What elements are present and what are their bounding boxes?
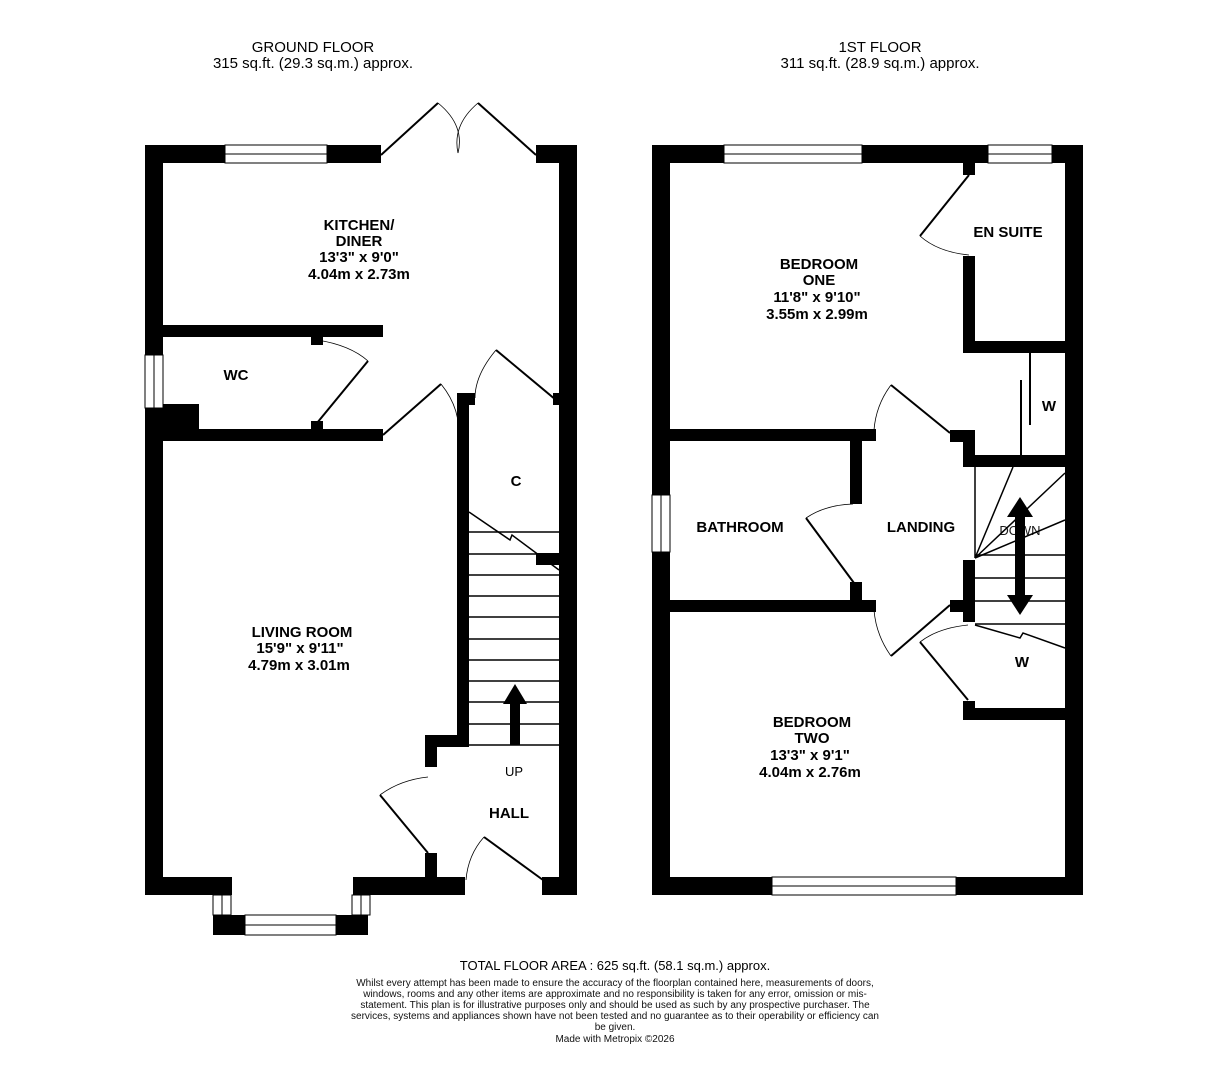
- en-suite-label: EN SUITE: [973, 224, 1042, 241]
- bedroom-two-line1: BEDROOM: [773, 714, 851, 731]
- kitchen-label: KITCHEN/ DINER 13'3" x 9'0" 4.04m x 2.73…: [308, 217, 410, 283]
- first-floor-doors: [805, 174, 1031, 701]
- first-floor-title: 1ST FLOOR: [838, 39, 922, 56]
- bedroom-two-label: BEDROOM TWO 13'3" x 9'1" 4.04m x 2.76m: [759, 714, 861, 781]
- stairs-up-label: UP: [505, 764, 523, 779]
- living-room-label: LIVING ROOM 15'9" x 9'11" 4.79m x 3.01m: [248, 624, 352, 674]
- first-floor-walls: [652, 145, 1083, 895]
- kitchen-name-line2: DINER: [336, 233, 383, 250]
- living-metric: 4.79m x 3.01m: [248, 657, 350, 674]
- bedroom-one-metric: 3.55m x 2.99m: [766, 306, 868, 323]
- bathroom-label: BATHROOM: [696, 519, 783, 536]
- kitchen-name-line1: KITCHEN/: [324, 217, 396, 234]
- wardrobe-bottom-label: W: [1015, 654, 1030, 671]
- bedroom-one-line1: BEDROOM: [780, 256, 858, 273]
- first-floor-plan: [651, 144, 1083, 896]
- cupboard-label: C: [511, 473, 522, 490]
- disclaimer-text: Whilst every attempt has been made to en…: [351, 978, 879, 1033]
- stairs-double-arrow-icon: [1007, 497, 1033, 615]
- ground-floor-walls: [145, 145, 577, 935]
- first-floor-heading: 1ST FLOOR 311 sq.ft. (28.9 sq.m.) approx…: [730, 40, 1030, 72]
- wc-label: WC: [224, 367, 249, 384]
- ground-floor-area: 315 sq.ft. (29.3 sq.m.) approx.: [212, 55, 414, 72]
- living-imperial: 15'9" x 9'11": [256, 640, 343, 657]
- made-with-credit: Made with Metropix ©2026: [555, 1034, 675, 1045]
- first-floor-area: 311 sq.ft. (28.9 sq.m.) approx.: [780, 55, 980, 72]
- ground-floor-stairs: [468, 511, 560, 746]
- ground-floor-heading: GROUND FLOOR 315 sq.ft. (29.3 sq.m.) app…: [163, 40, 463, 72]
- ground-floor-doors: [316, 102, 557, 881]
- stairs-down-label: DOWN: [999, 523, 1040, 538]
- ground-floor-title: GROUND FLOOR: [251, 39, 375, 56]
- hall-label: HALL: [489, 805, 529, 822]
- landing-label: LANDING: [887, 519, 955, 536]
- first-floor-windows: [651, 144, 1053, 896]
- bedroom-one-label: BEDROOM ONE 11'8" x 9'10" 3.55m x 2.99m: [766, 256, 868, 323]
- bedroom-two-metric: 4.04m x 2.76m: [759, 764, 861, 781]
- wardrobe-top-label: W: [1042, 398, 1057, 415]
- kitchen-metric: 4.04m x 2.73m: [308, 266, 410, 283]
- bedroom-two-line2: TWO: [795, 730, 830, 747]
- living-name: LIVING ROOM: [252, 624, 353, 641]
- bedroom-two-imperial: 13'3" x 9'1": [770, 747, 850, 764]
- bedroom-one-imperial: 11'8" x 9'10": [773, 289, 860, 306]
- kitchen-imperial: 13'3" x 9'0": [319, 249, 399, 266]
- stairs-up-arrow-icon: [503, 684, 527, 745]
- bedroom-one-line2: ONE: [803, 272, 836, 289]
- total-floor-area: TOTAL FLOOR AREA : 625 sq.ft. (58.1 sq.m…: [459, 958, 771, 973]
- ground-floor-plan: [144, 102, 577, 936]
- ground-floor-windows: [144, 144, 371, 936]
